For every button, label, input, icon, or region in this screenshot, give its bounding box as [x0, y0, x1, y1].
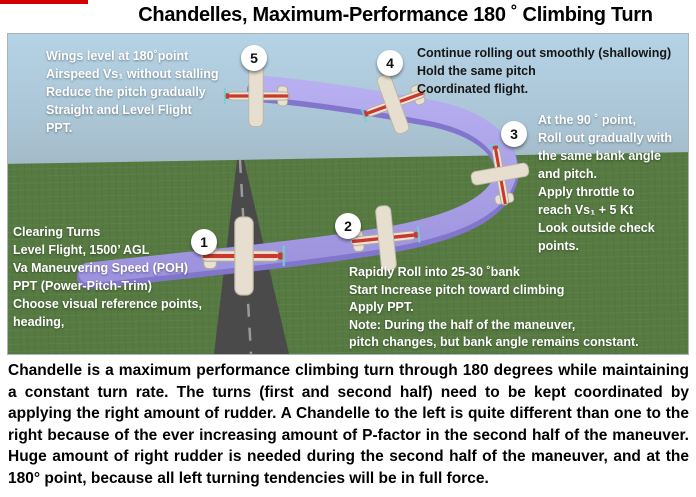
step-badge-5: 5: [241, 45, 267, 71]
annotation-line: Wings level at 180˚point: [46, 49, 189, 63]
annotation-line: Coordinated flight.: [417, 82, 529, 96]
step-badge-3: 3: [501, 121, 527, 147]
annotation-line: points.: [538, 239, 579, 253]
annotation-line: Choose visual reference points,: [13, 297, 202, 311]
annotation-line: Va Maneuvering Speed (POH): [13, 261, 189, 275]
annotation-line: PPT (Power-Pitch-Trim): [13, 279, 152, 293]
airplane-position-5: [223, 64, 290, 128]
annotation-line: Reduce the pitch gradually: [46, 85, 206, 99]
annotation-point-1: Clearing Turns Level Flight, 1500’ AGL V…: [13, 223, 202, 331]
red-corner-mark: [0, 0, 88, 4]
annotation-line: Apply throttle to: [538, 185, 635, 199]
annotation-line: Hold the same pitch: [417, 64, 536, 78]
step-badge-1: 1: [191, 229, 217, 255]
annotation-line: Roll out gradually with: [538, 131, 673, 145]
annotation-line: Look outside check: [538, 221, 655, 235]
annotation-line: pitch changes, but bank angle remains co…: [349, 335, 639, 349]
annotation-line: Straight and Level Flight: [46, 103, 192, 117]
step-badge-2: 2: [335, 213, 361, 239]
annotation-line: At the 90 ˚ point,: [538, 113, 636, 127]
annotation-line: Start Increase pitch toward climbing: [349, 282, 565, 297]
annotation-line: Rapidly Roll into 25-30 ˚bank: [349, 265, 520, 279]
description-paragraph: Chandelle is a maximum performance climb…: [8, 362, 689, 487]
annotation-line: reach Vs₁ + 5 Kt: [538, 203, 634, 217]
step-badge-4: 4: [377, 50, 403, 76]
annotation-line: Note: During the half of the maneuver,: [349, 317, 576, 332]
annotation-line: and pitch.: [538, 167, 598, 181]
maneuver-diagram: 1 2 3 4 5 Wings level at 180˚point Airsp…: [7, 33, 689, 355]
annotation-line: Airspeed Vs₁ without stalling: [46, 67, 219, 81]
annotation-line: Clearing Turns: [13, 225, 101, 239]
annotation-line: Continue rolling out smoothly (shallowin…: [417, 46, 672, 60]
annotation-point-2: Rapidly Roll into 25-30 ˚bank Start Incr…: [349, 264, 639, 352]
annotation-line: Level Flight, 1500’ AGL: [13, 243, 150, 257]
annotation-line: PPT.: [46, 121, 73, 135]
annotation-point-5: Wings level at 180˚point Airspeed Vs₁ wi…: [46, 47, 219, 137]
annotation-line: heading,: [13, 315, 65, 329]
annotation-point-3: At the 90 ˚ point, Roll out gradually wi…: [538, 111, 672, 255]
annotation-line: the same bank angle: [538, 149, 661, 163]
annotation-line: Apply PPT.: [349, 300, 414, 314]
maneuver-path-graphic: [77, 63, 535, 354]
annotation-point-4: Continue rolling out smoothly (shallowin…: [417, 44, 671, 98]
page-title: Chandelles, Maximum-Performance 180 ˚ Cl…: [138, 4, 653, 26]
